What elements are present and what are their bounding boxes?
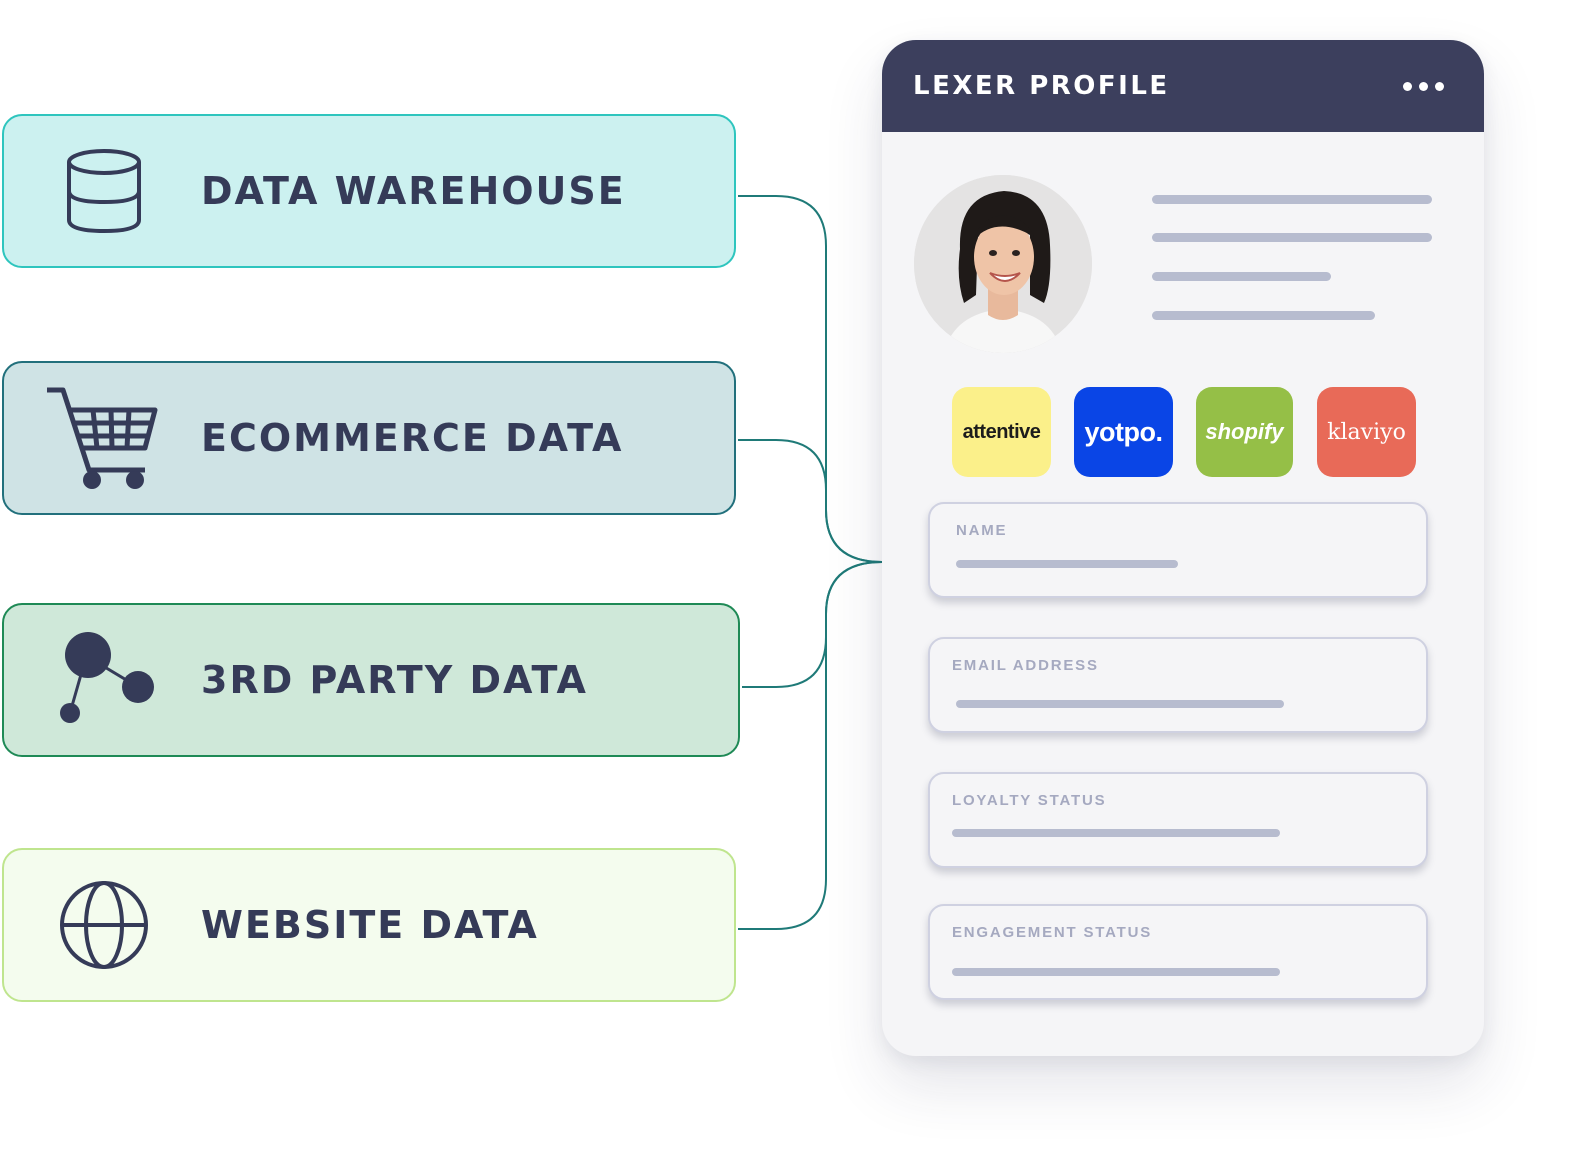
loyalty-status-field[interactable]: LOYALTY STATUS bbox=[928, 772, 1428, 868]
source-label: DATA WAREHOUSE bbox=[201, 169, 626, 213]
connector-3rd-party bbox=[742, 561, 883, 688]
source-card-ecommerce: ECOMMERCE DATA bbox=[2, 361, 736, 515]
field-value-placeholder bbox=[952, 968, 1280, 976]
source-label: 3RD PARTY DATA bbox=[201, 658, 588, 702]
field-label: ENGAGEMENT STATUS bbox=[952, 924, 1153, 941]
shopping-cart-icon bbox=[42, 378, 162, 498]
source-card-3rd-party: 3RD PARTY DATA bbox=[2, 603, 740, 757]
profile-header: LEXER PROFILE bbox=[882, 40, 1484, 132]
klaviyo-wordmark: klaviyo bbox=[1327, 419, 1406, 445]
source-card-data-warehouse: DATA WAREHOUSE bbox=[2, 114, 736, 268]
engagement-status-field[interactable]: ENGAGEMENT STATUS bbox=[928, 904, 1428, 1000]
shopify-wordmark: shopify bbox=[1205, 419, 1284, 444]
klaviyo-logo[interactable]: klaviyo bbox=[1317, 387, 1416, 477]
field-value-placeholder bbox=[952, 829, 1280, 837]
name-field[interactable]: NAME bbox=[928, 502, 1428, 598]
yotpo-wordmark: yotpo. bbox=[1084, 416, 1164, 447]
source-card-website: WEBSITE DATA bbox=[2, 848, 736, 1002]
globe-icon bbox=[44, 865, 164, 985]
shopify-logo[interactable]: shopify bbox=[1196, 387, 1293, 477]
attentive-wordmark: attentive bbox=[962, 420, 1041, 443]
database-icon bbox=[44, 131, 164, 251]
skeleton-line bbox=[1152, 311, 1375, 320]
field-value-placeholder bbox=[956, 560, 1178, 568]
field-label: NAME bbox=[956, 522, 1008, 539]
profile-title: LEXER PROFILE bbox=[913, 71, 1170, 101]
skeleton-line bbox=[1152, 272, 1331, 281]
field-label: LOYALTY STATUS bbox=[952, 792, 1107, 809]
profile-card: LEXER PROFILE attentive yotpo. shopify k… bbox=[882, 40, 1484, 1056]
connector-data-warehouse bbox=[738, 195, 883, 563]
connector-website bbox=[738, 561, 883, 930]
source-label: ECOMMERCE DATA bbox=[201, 416, 624, 460]
connector-ecommerce bbox=[738, 439, 883, 563]
skeleton-line bbox=[1152, 233, 1432, 242]
avatar bbox=[914, 175, 1092, 353]
skeleton-line bbox=[1152, 195, 1432, 204]
yotpo-logo[interactable]: yotpo. bbox=[1074, 387, 1173, 477]
more-horizontal-icon[interactable] bbox=[1403, 81, 1444, 91]
source-label: WEBSITE DATA bbox=[201, 903, 539, 947]
network-nodes-icon bbox=[44, 620, 164, 740]
email-address-field[interactable]: EMAIL ADDRESS bbox=[928, 637, 1428, 733]
field-label: EMAIL ADDRESS bbox=[952, 657, 1099, 674]
attentive-logo[interactable]: attentive bbox=[952, 387, 1051, 477]
field-value-placeholder bbox=[956, 700, 1284, 708]
